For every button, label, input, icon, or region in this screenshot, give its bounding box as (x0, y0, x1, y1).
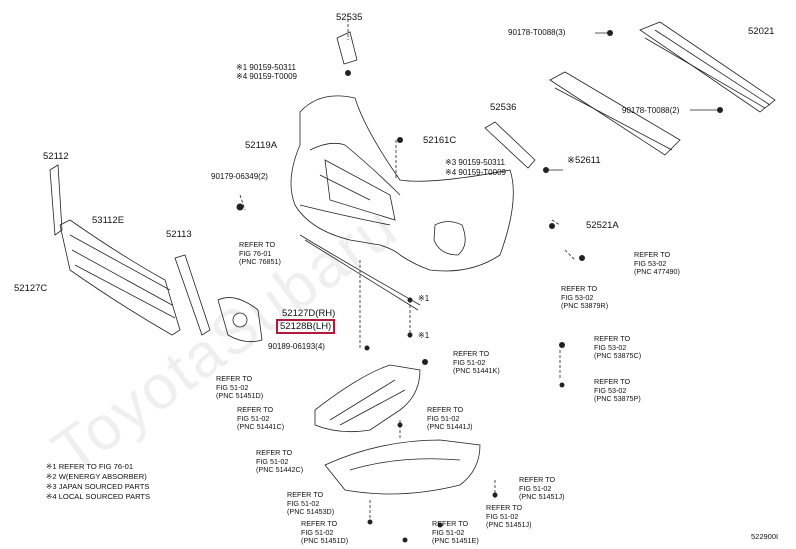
bracket-52535 (336, 31, 358, 65)
bolt (717, 107, 723, 113)
bolt (422, 359, 428, 365)
bolt (407, 332, 413, 338)
bumper-reinforcement (639, 21, 776, 113)
part-label-53112e: 53112E (92, 215, 125, 226)
part-label-90178-top: 90178-T0088(3) (508, 28, 566, 37)
diagram-id: 522900I (751, 532, 779, 541)
fog-lamp-opening (433, 221, 466, 256)
molding-52113 (174, 254, 211, 336)
bolt (607, 30, 613, 36)
legend-item: ※2 W(ENERGY ABSORBER) (46, 472, 147, 481)
part-label-90159-d: ※4 90159-T0009 (445, 168, 506, 177)
legend-item: ※3 JAPAN SOURCED PARTS (46, 482, 150, 491)
energy-absorber (549, 71, 681, 156)
bumper-cover (290, 95, 514, 272)
bumper-lip (299, 234, 421, 306)
bolt (559, 342, 565, 348)
note-mark-1b: ※1 (418, 331, 430, 340)
bolt (543, 167, 549, 173)
part-label-52535: 52535 (336, 12, 363, 23)
grille-53112E (59, 219, 181, 336)
bolt (367, 519, 373, 525)
part-label-52521a: 52521A (586, 220, 619, 231)
bolt (492, 492, 498, 498)
part-label-52536: 52536 (490, 102, 517, 113)
part-label-52113: 52113 (166, 229, 192, 240)
bolt (345, 70, 351, 76)
fog-cover (217, 297, 263, 343)
note-mark-1a: ※1 (418, 294, 430, 303)
part-label-52128b-highlighted[interactable]: 52128B(LH) (276, 319, 336, 334)
bolt (549, 223, 555, 229)
footnote-legend: ※1 REFER TO FIG 76-01 ※2 W(ENERGY ABSORB… (46, 462, 150, 502)
bolt (579, 255, 585, 261)
part-label-90178-mid: 90178-T0088(2) (622, 106, 680, 115)
undercover-1 (314, 364, 421, 433)
part-label-90159-b: ※4 90159-T0009 (236, 72, 297, 81)
part-label-52611: ※52611 (567, 155, 601, 166)
bolt (397, 137, 403, 143)
bolt (437, 522, 443, 528)
part-label-52161c: 52161C (423, 135, 457, 146)
bolt (407, 297, 413, 303)
bolt (559, 382, 565, 388)
bolt (236, 203, 244, 211)
part-label-90159-a: ※1 90159-50311 (236, 63, 296, 72)
part-label-52127d: 52127D(RH) (282, 308, 336, 319)
bolt (402, 537, 408, 543)
part-label-90159-c: ※3 90159-50311 (445, 158, 505, 167)
legend-item: ※4 LOCAL SOURCED PARTS (46, 492, 151, 501)
part-label-52021: 52021 (748, 26, 775, 37)
undercover-2 (324, 439, 481, 495)
legend-item: ※1 REFER TO FIG 76-01 (46, 462, 134, 471)
part-label-52127c: 52127C (14, 283, 48, 294)
part-label-90179: 90179-06349(2) (211, 172, 268, 181)
part-label-52119a: 52119A (245, 140, 278, 151)
grille-52112 (49, 164, 63, 236)
bolt (397, 422, 403, 428)
bracket-52536 (484, 121, 536, 169)
part-label-52112: 52112 (43, 151, 69, 162)
part-label-90189: 90189-06193(4) (268, 342, 325, 351)
bolt (364, 345, 370, 351)
